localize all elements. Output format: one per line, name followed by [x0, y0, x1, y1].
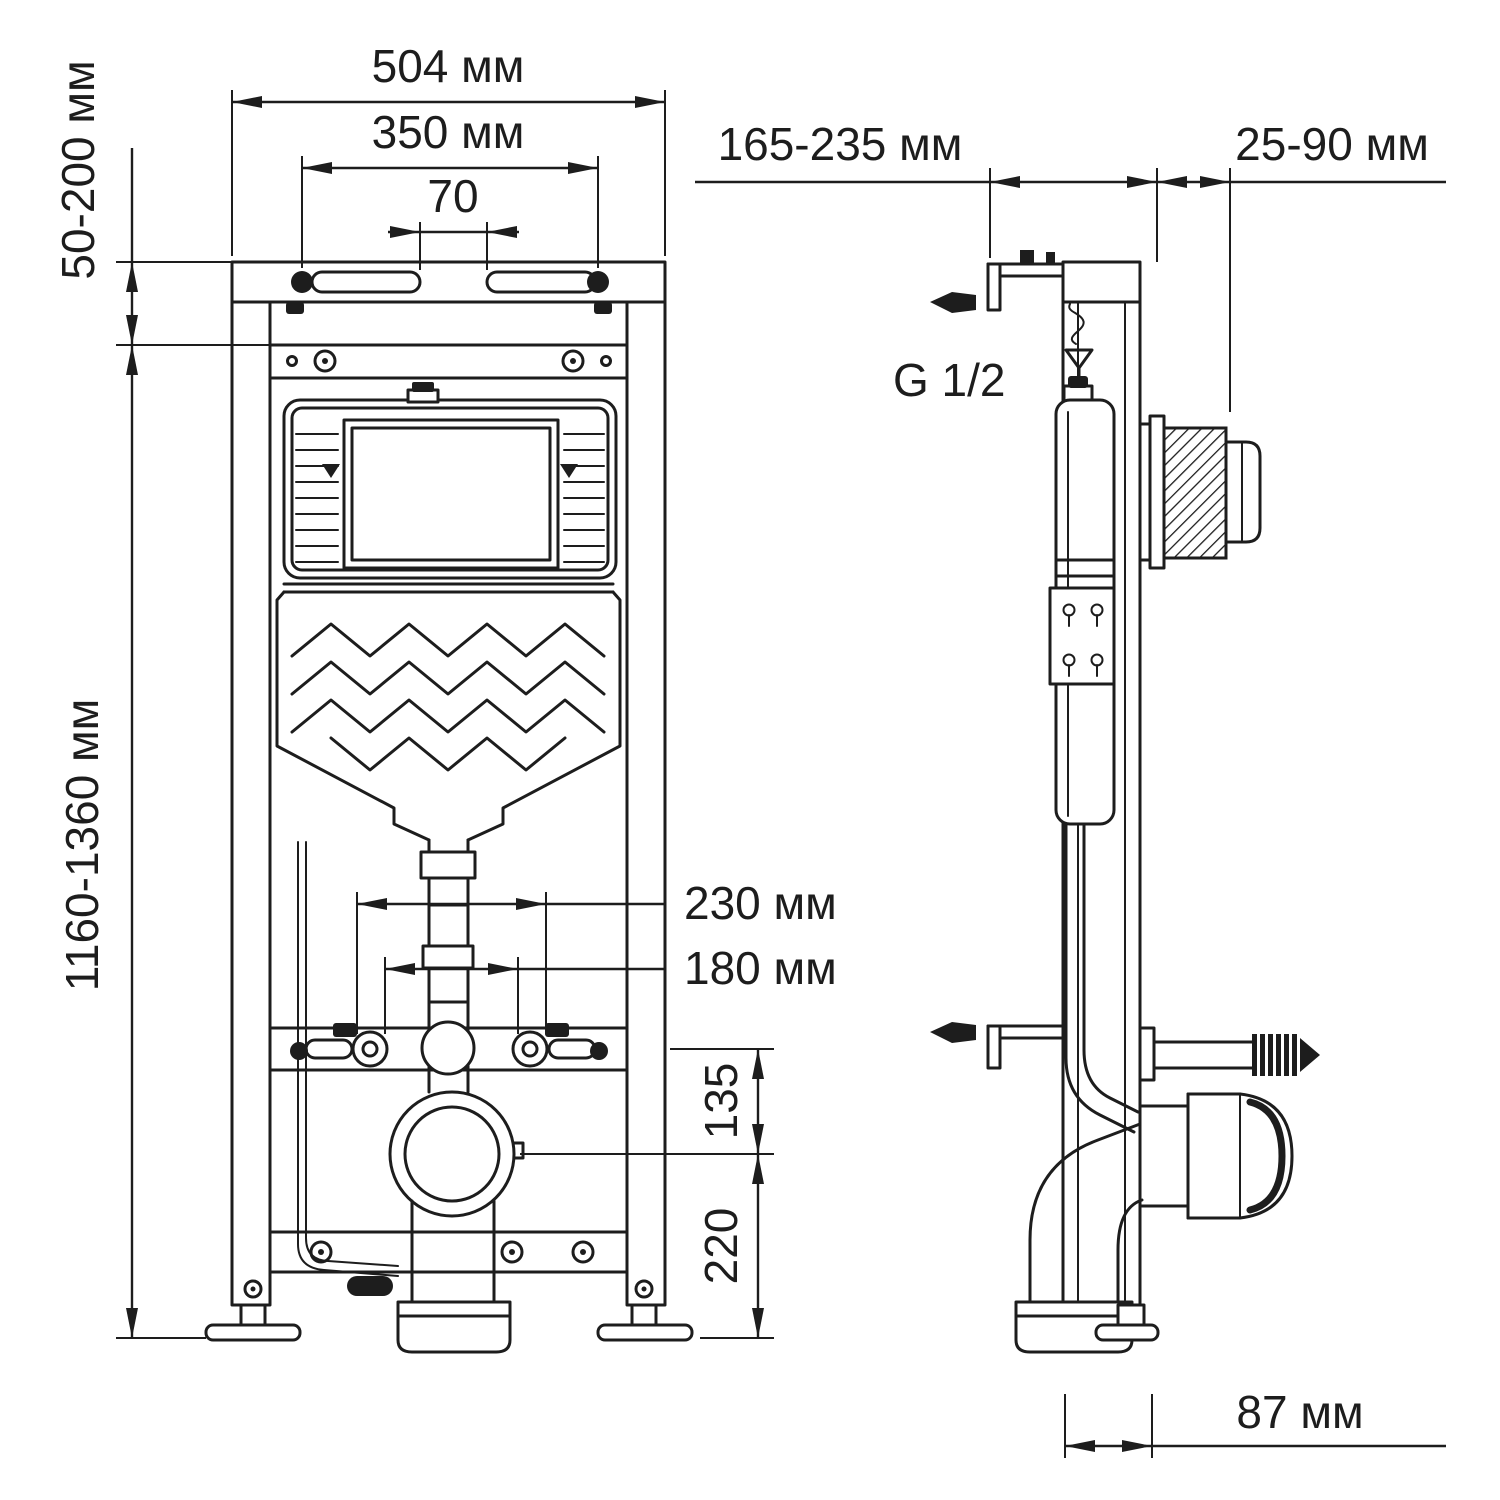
dimension-annotations: 504 мм 350 мм 70 50-200 мм 1160-1360 мм [52, 40, 1446, 1458]
outlet-height-label: 220 [695, 1208, 747, 1285]
actuator-depth-label: 25-90 мм [1235, 118, 1429, 170]
dim-outlet-heights: 135 220 [520, 1048, 774, 1339]
wall-anchor-icon [930, 1022, 976, 1043]
pipe-coupling [419, 850, 477, 880]
lower-crossbar [268, 1230, 629, 1296]
stud-spacing-narrow-label: 180 мм [684, 942, 837, 994]
cistern-tank [275, 582, 622, 842]
steam-icon [1068, 303, 1085, 345]
access-shaft [342, 418, 560, 570]
flush-bend-pipe [1064, 823, 1140, 1134]
stud-to-outlet-label: 135 [695, 1063, 747, 1140]
dim-stud-spacing-narrow: 180 мм [384, 942, 837, 1034]
pipe-coupling [421, 944, 475, 970]
inlet-triangle-icon [1064, 348, 1094, 370]
top-bracket-range-label: 50-200 мм [52, 60, 104, 279]
wall-offset-range-label: 165-235 мм [718, 118, 963, 170]
stud-tip [1300, 1038, 1320, 1072]
overall-width-label: 504 мм [372, 40, 525, 92]
dim-overall-width: 504 мм [231, 40, 666, 256]
filling-hose [297, 841, 399, 1277]
flush-pipe [419, 838, 477, 1094]
drain-elbow [388, 1090, 525, 1354]
cistern-upper-section [282, 382, 618, 580]
foot-plate-left [204, 1323, 302, 1342]
fixing-stud-right [511, 1030, 549, 1068]
marker-triangle-icon [322, 464, 340, 478]
inlet-thread-label: G 1/2 [893, 354, 1006, 406]
dim-heights-left: 50-200 мм 1160-1360 мм [52, 60, 272, 1339]
mounting-plate [1048, 586, 1116, 686]
actuator-flange [1138, 414, 1262, 570]
center-slot-label: 70 [427, 170, 478, 222]
dim-wall-offsets-top: 165-235 мм 25-90 мм [695, 118, 1446, 412]
front-view [204, 260, 694, 1354]
stud-thread [1252, 1034, 1297, 1076]
cistern-profile [1048, 398, 1116, 826]
top-bolt-left [291, 271, 313, 293]
upper-wall-anchor [930, 262, 1065, 313]
pipe-clamp [420, 1020, 476, 1076]
upper-crossbar [268, 343, 629, 380]
side-view [930, 250, 1320, 1354]
marker-triangle-icon [560, 464, 578, 478]
foot-side [1094, 1303, 1160, 1342]
inlet-thread-callout: G 1/2 [893, 354, 1006, 406]
fixing-stud-side [1138, 1026, 1320, 1082]
top-bolt-right [587, 271, 609, 293]
lower-wall-anchor [930, 1022, 1065, 1070]
frame-height-label: 1160-1360 мм [56, 699, 108, 992]
dim-stud-spacing-wide: 230 мм [356, 877, 837, 1034]
dim-center-slot: 70 [388, 170, 519, 270]
top-rail-fittings [286, 270, 612, 314]
feet [204, 1279, 694, 1342]
stud-spacing-wide-label: 230 мм [684, 877, 837, 929]
drain-base-cup [396, 1300, 512, 1354]
water-wave-lines [290, 622, 606, 772]
drain-socket-inner [403, 1105, 501, 1203]
fixing-stud-left [351, 1030, 389, 1068]
outlet-floor-offset-label: 87 мм [1236, 1386, 1363, 1438]
drain-socket-outer [388, 1090, 516, 1218]
outlet-horn [1138, 1092, 1294, 1220]
bolt-spacing-label: 350 мм [372, 106, 525, 158]
wall-hatch-block [1162, 426, 1228, 560]
foot-plate-right [596, 1323, 694, 1342]
wall-anchor-icon [930, 292, 976, 313]
dim-outlet-floor-offset: 87 мм [1064, 1386, 1446, 1458]
keyhole-slots [1062, 603, 1104, 677]
dim-top-bolt-spacing: 350 мм [301, 106, 599, 268]
